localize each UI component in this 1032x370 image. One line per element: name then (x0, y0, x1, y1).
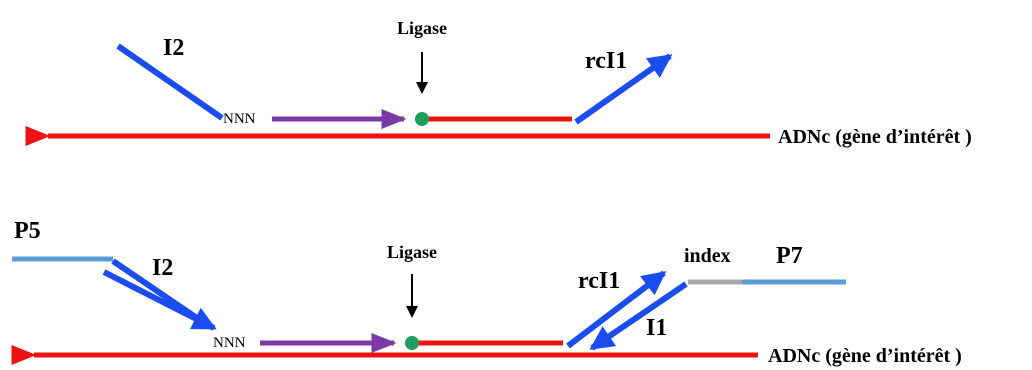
ligation-point (415, 112, 429, 126)
nnn-label: NNN (223, 111, 256, 127)
rci1-primer (574, 53, 673, 125)
ligase-label: Ligase (397, 18, 447, 38)
ligation-point (405, 336, 419, 350)
i2-label: I2 (163, 35, 184, 61)
index-label: index (684, 245, 731, 267)
ligase-label: Ligase (387, 242, 437, 262)
rci1-primer (566, 270, 667, 349)
rci1-label: rcI1 (578, 268, 620, 294)
cdna-label: ADNc (gène d’intérêt ) (778, 126, 972, 148)
i2-primer (102, 269, 217, 331)
rci1-label: rcI1 (585, 48, 627, 74)
p7-label: P7 (776, 243, 803, 269)
i2-primer (116, 43, 224, 121)
nnn-label: NNN (213, 335, 246, 351)
i1-label: I1 (646, 315, 667, 341)
cdna-label: ADNc (gène d’intérêt ) (768, 345, 962, 367)
top-panel: ADNc (gène d’intérêt ) I2 NNN Ligase rcI… (25, 18, 972, 148)
i2-label: I2 (152, 255, 173, 281)
bottom-panel: ADNc (gène d’intérêt ) P5 I2 NNN Ligase … (11, 218, 962, 367)
p5-label: P5 (14, 218, 41, 244)
i1-primer (589, 281, 688, 351)
